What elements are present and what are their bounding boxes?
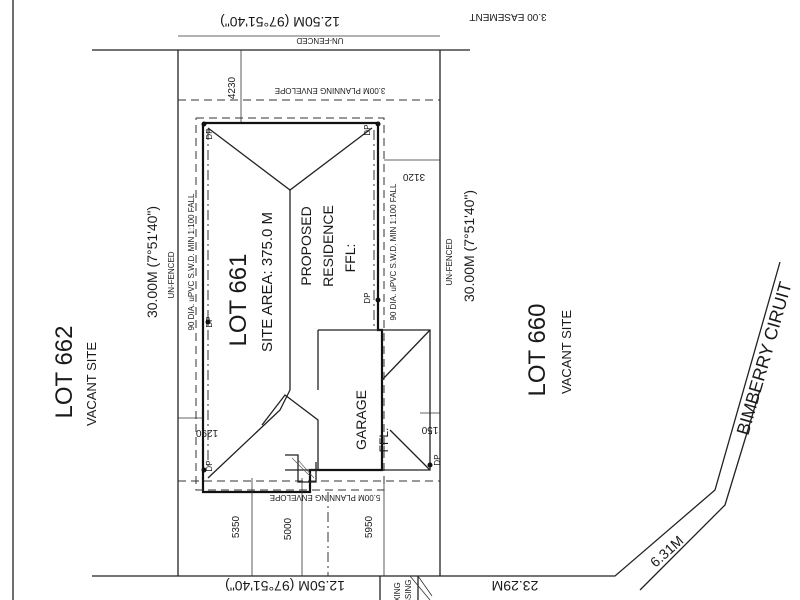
kerb-line-inner (639, 389, 761, 591)
downpipe-marker (201, 467, 207, 473)
front-dim-5950-label: 5950 (364, 515, 375, 538)
residence-label: RESIDENCE (320, 205, 336, 287)
crossing-label-2: SSING (404, 580, 413, 600)
roof-hip-front (207, 389, 291, 479)
garage-hip-2 (381, 329, 431, 381)
kerb-line-outer (470, 261, 781, 577)
lot-662-status: VACANT SITE (84, 342, 99, 426)
site-area-label: SITE AREA: 375.0 M (259, 212, 276, 352)
rear-envelope-label: 3.00M PLANNING ENVELOPE (275, 86, 386, 95)
downpipe-label: DP (363, 124, 372, 135)
side-left-dim-label: 1290 (195, 427, 218, 438)
downpipe-label: DP (205, 128, 214, 139)
lot-662-label: LOT 662 (51, 326, 78, 419)
splay-dim-label: 6.31M (647, 532, 687, 570)
unfenced-left-label: UN-FENCED (167, 251, 176, 298)
ffl-garage-label: FFL: (377, 428, 391, 453)
crossing-label-1: XING (393, 582, 402, 600)
front-dim-5000-label: 5000 (283, 517, 294, 540)
roof-hip-rear (207, 127, 373, 191)
left-boundary-label: 30.00M (7°51'40") (144, 206, 160, 318)
crossing-diag-1 (417, 575, 433, 597)
downpipe-marker (427, 462, 433, 468)
porch-steps (285, 454, 317, 483)
garage-roof (318, 329, 431, 471)
downpipe-marker (375, 297, 381, 303)
lot-660-status: VACANT SITE (559, 310, 574, 394)
downpipe-label: DP (433, 454, 442, 465)
top-boundary-label: 12.50M (97°51'40") (220, 14, 340, 30)
porch-hatch-1 (291, 457, 311, 477)
lot-660-label: LOT 660 (524, 304, 551, 397)
lot-661-label: LOT 661 (225, 254, 252, 347)
front-dim-5350-label: 5350 (231, 515, 242, 538)
garage-label: GARAGE (353, 390, 369, 450)
front-envelope-label: 5.00M PLANNING ENVELOPE (270, 493, 381, 502)
street-name-label: BIMBERRY CIRUIT (733, 279, 796, 437)
downpipe-marker (375, 121, 381, 127)
frontage-label: 23.29M (492, 578, 539, 594)
crossing-diag-2 (409, 575, 431, 600)
stormwater-right-label: 90 DIA. uPVC S.W.D. MIN 1:100 FALL (389, 183, 398, 320)
downpipe-label: DP (363, 292, 372, 303)
unfenced-top-label: UN-FENCED (296, 36, 343, 45)
ffl-residence-label: FFL: (342, 244, 358, 273)
rear-setback-label: 4230 (227, 76, 238, 99)
porch-outline (261, 394, 319, 471)
side-right-dim-label: 3120 (402, 171, 425, 182)
porch-hatch-2 (297, 459, 315, 479)
downpipe-label: DP (205, 316, 214, 327)
downpipe-marker (205, 319, 211, 325)
easement-label: 3.00 EASEMENT (469, 11, 546, 22)
unfenced-right-label: UN-FENCED (445, 238, 454, 285)
downpipe-label: DP (205, 460, 214, 471)
stormwater-left-label: 90 DIA. uPVC S.W.D. MIN 1:100 FALL (187, 193, 196, 330)
downpipe-marker (201, 121, 207, 127)
proposed-label: PROPOSED (298, 206, 314, 285)
right-boundary-label: 30.00M (7°51'40") (461, 190, 477, 302)
garage-side-dim-label: 150 (421, 424, 438, 435)
bottom-boundary-label: 12.50M (97°51'40") (225, 578, 345, 594)
garage-hip-3 (389, 429, 431, 471)
